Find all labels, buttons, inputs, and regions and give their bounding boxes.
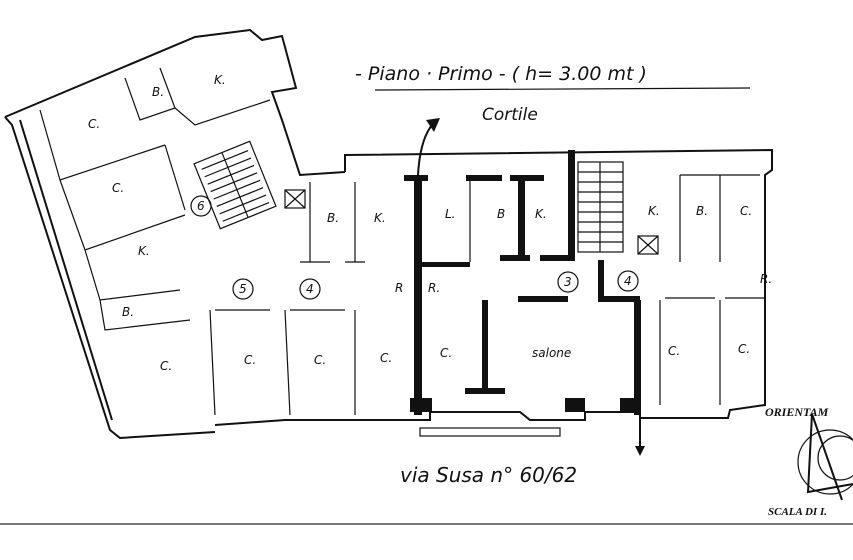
stairs-left (193, 140, 306, 230)
room-label: C. (160, 359, 172, 373)
room-label: C. (740, 204, 752, 218)
courtyard-label: Cortile (482, 105, 538, 125)
room-label: B. (327, 211, 339, 225)
stair-markers: 6 5 4 3 4 (190, 195, 639, 300)
room-label: R. (428, 281, 440, 295)
stair-number: 4 (624, 274, 632, 288)
room-label: C. (668, 344, 680, 358)
room-label: B. (122, 305, 134, 319)
room-label: B (497, 207, 505, 221)
room-label: K. (138, 244, 150, 258)
room-label: L. (445, 207, 456, 221)
orientation-label: ORIENTAM (765, 405, 829, 419)
orientation-compass: ORIENTAM SCALA DI I. (765, 405, 853, 518)
room-label: B. (696, 204, 708, 218)
room-label: R (395, 281, 403, 295)
title-underline (374, 87, 751, 91)
room-labels: C. C. K. B. K. B. B. K. L. B K. K. B. C.… (88, 73, 772, 373)
stair-number: 5 (239, 282, 247, 296)
room-label: C. (440, 346, 452, 360)
room-label: C. (738, 342, 750, 356)
room-label: C. (244, 353, 256, 367)
room-label: R. (760, 272, 772, 286)
stair-number: 3 (564, 275, 572, 289)
load-bearing-walls (404, 150, 641, 415)
stair-number: 6 (197, 199, 205, 213)
room-label: B. (152, 85, 164, 99)
room-label: K. (374, 211, 386, 225)
entrance-arrows (417, 118, 645, 456)
room-label: K. (214, 73, 226, 87)
room-label: C. (88, 117, 100, 131)
left-wing-walls (4, 28, 346, 440)
street-label: via Susa n° 60/62 (400, 463, 577, 487)
stair-number: 4 (306, 282, 314, 296)
room-label: C. (112, 181, 124, 195)
room-label: K. (648, 204, 660, 218)
room-label: salone (532, 346, 571, 360)
room-label: C. (380, 351, 392, 365)
stairs-right (577, 161, 659, 255)
scale-label: SCALA DI I. (768, 506, 827, 518)
plan-title: - Piano · Primo - ( h= 3.00 mt ) (355, 63, 647, 85)
room-label: C. (314, 353, 326, 367)
room-label: K. (535, 207, 547, 221)
